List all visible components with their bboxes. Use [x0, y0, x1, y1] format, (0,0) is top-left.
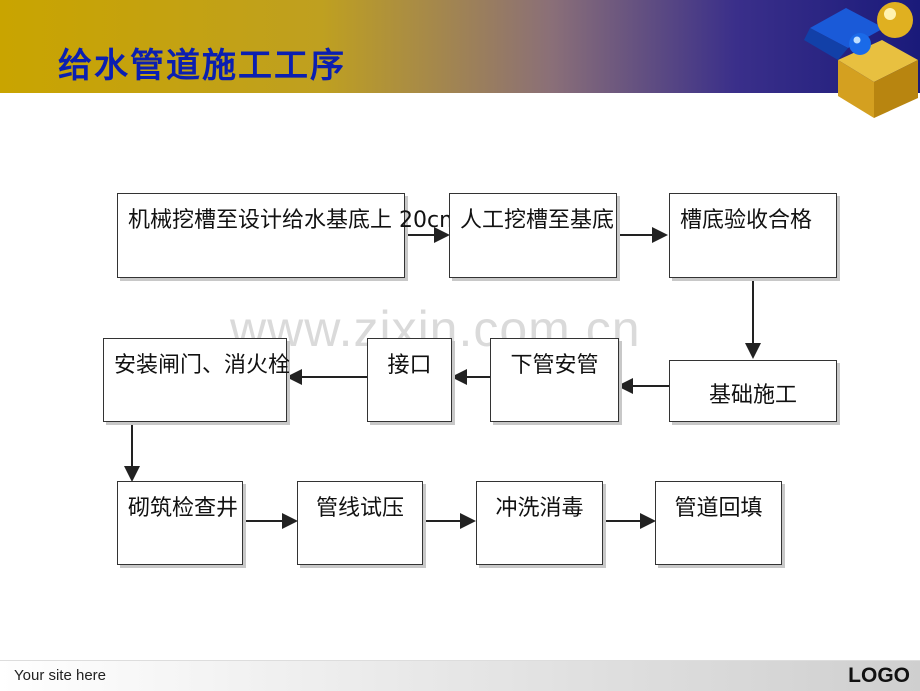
footer-logo-text: LOGO: [848, 664, 910, 687]
step-foundation: 基础施工: [669, 360, 837, 422]
step-trench-inspection: 槽底验收合格: [669, 193, 837, 278]
step-pipe-laying: 下管安管: [490, 338, 619, 422]
step-install-valves: 安装闸门、消火栓: [103, 338, 290, 422]
step-build-manhole: 砌筑检查井: [117, 481, 243, 565]
step-pressure-test: 管线试压: [297, 481, 423, 565]
slide-title: 给水管道施工工序: [58, 46, 346, 86]
step-manual-trenching: 人工挖槽至基底: [449, 193, 617, 278]
slide-header: [0, 0, 920, 93]
step-mechanical-trenching: 机械挖槽至设计给水基底上 20cm: [117, 193, 461, 278]
step-joint: 接口: [367, 338, 452, 422]
cube-logo-icon: [804, 2, 918, 118]
step-flush-disinfect: 冲洗消毒: [476, 481, 603, 565]
footer-site-text: Your site here: [14, 667, 107, 684]
step-backfill: 管道回填: [655, 481, 782, 565]
slide-footer: Your site here LOGO: [0, 660, 920, 691]
